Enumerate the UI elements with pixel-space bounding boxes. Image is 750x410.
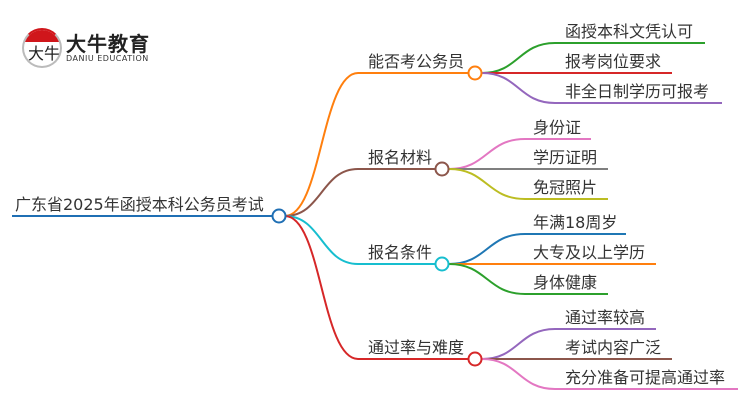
leaf-topic[interactable]: 报考岗位要求 xyxy=(565,52,661,71)
branch-collapse-toggle[interactable] xyxy=(467,351,483,367)
leaf-topic[interactable]: 学历证明 xyxy=(533,148,597,167)
branch-topic[interactable]: 报名材料 xyxy=(368,148,432,167)
branch-collapse-toggle[interactable] xyxy=(434,256,450,272)
branch-topic[interactable]: 报名条件 xyxy=(368,243,432,262)
leaf-topic[interactable]: 免冠照片 xyxy=(533,178,597,197)
root-collapse-toggle[interactable] xyxy=(271,208,287,224)
leaf-topic[interactable]: 充分准备可提高通过率 xyxy=(565,368,725,387)
leaf-topic[interactable]: 函授本科文凭认可 xyxy=(565,22,693,41)
leaf-topic[interactable]: 考试内容广泛 xyxy=(565,338,661,357)
leaf-connector xyxy=(481,42,705,74)
leaf-connector xyxy=(448,233,626,265)
logo-mark-text: 大牛 xyxy=(28,44,61,63)
leaf-topic[interactable]: 身体健康 xyxy=(533,273,597,292)
leaf-topic[interactable]: 大专及以上学历 xyxy=(533,243,645,262)
branch-topic[interactable]: 能否考公务员 xyxy=(368,52,464,71)
leaf-topic[interactable]: 年满18周岁 xyxy=(533,213,617,232)
brand-name-en: DANIU EDUCATION xyxy=(66,54,149,63)
branch-connector xyxy=(284,72,468,217)
leaf-connector xyxy=(448,263,608,295)
leaf-connector xyxy=(481,358,738,390)
leaf-connector xyxy=(448,168,608,200)
root-topic[interactable]: 广东省2025年函授本科公务员考试 xyxy=(15,195,264,214)
leaf-topic[interactable]: 通过率较高 xyxy=(565,308,645,327)
brand-name-cn: 大牛教育 xyxy=(66,32,150,56)
branch-connector xyxy=(284,215,468,360)
branch-connector xyxy=(284,215,435,265)
branch-collapse-toggle[interactable] xyxy=(467,65,483,81)
leaf-connector xyxy=(448,138,591,170)
logo-mark-icon: 大牛 xyxy=(22,28,62,68)
leaf-connector xyxy=(481,328,656,360)
branch-topic[interactable]: 通过率与难度 xyxy=(368,338,464,357)
leaf-connector xyxy=(481,72,722,104)
leaf-topic[interactable]: 非全日制学历可报考 xyxy=(565,82,709,101)
brand-logo: 大牛 大牛教育 DANIU EDUCATION xyxy=(22,26,182,70)
branch-connector xyxy=(284,168,435,217)
leaf-topic[interactable]: 身份证 xyxy=(533,118,581,137)
branch-collapse-toggle[interactable] xyxy=(434,161,450,177)
